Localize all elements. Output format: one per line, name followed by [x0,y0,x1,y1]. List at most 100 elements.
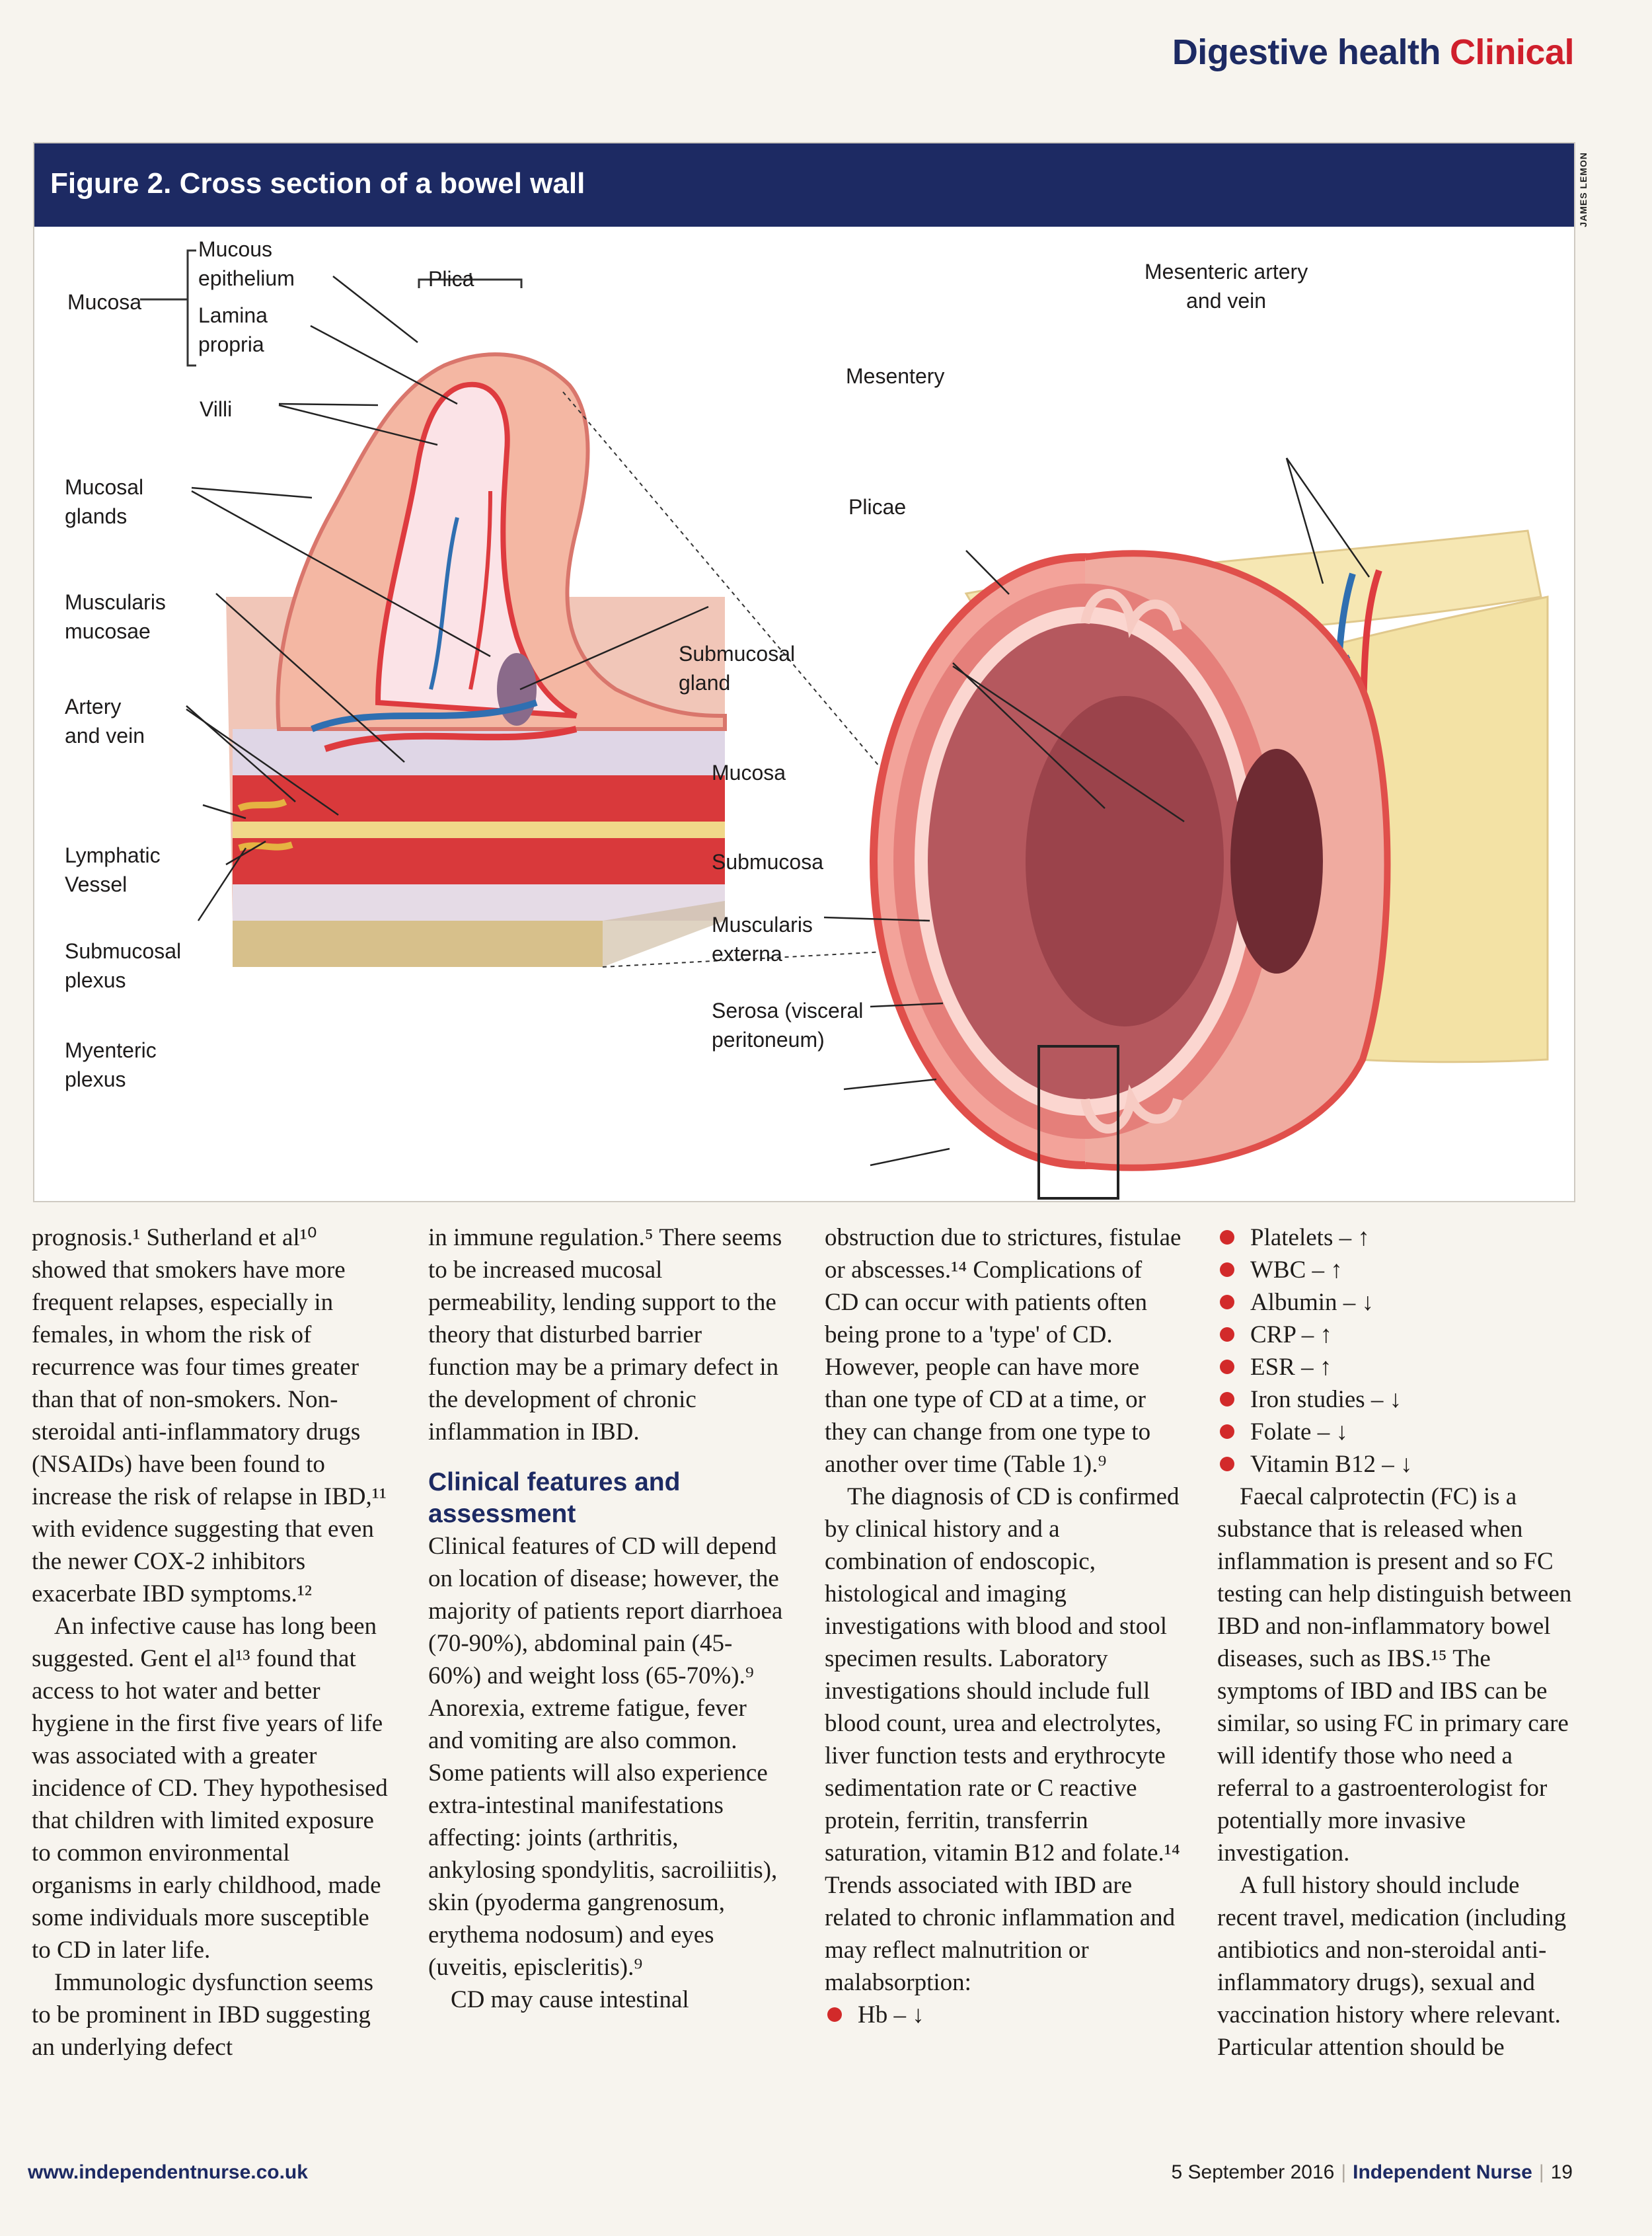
paragraph: The diagnosis of CD is confirmed by clin… [825,1483,1180,1996]
bullet-icon [1220,1392,1234,1407]
label-submucosa: Submucosa [712,850,823,874]
paragraph: obstruction due to strictures, fistulae … [825,1224,1182,1478]
label-line: Myenteric [65,1038,157,1062]
label-myenteric-plexus: Myenteric plexus [65,1036,157,1094]
label-submucosal-gland: Submucosal gland [679,639,795,697]
list-item-text: Albumin – ↓ [1250,1289,1374,1316]
list-item: Iron studies – ↓ [1217,1383,1574,1416]
label-line: Muscularis [712,913,813,937]
text-column-4: Platelets – ↑ WBC – ↑ Albumin – ↓ CRP – … [1217,1221,1574,2063]
label-muscularis-externa: Muscularis externa [712,910,813,968]
bullet-icon [1220,1262,1234,1277]
label-line: propria [198,332,264,356]
label-line: mucosae [65,619,151,643]
bullet-icon [1220,1424,1234,1439]
list-item: Folate – ↓ [1217,1416,1574,1448]
footer-date: 5 September 2016 [1171,2161,1335,2183]
list-item-text: Vitamin B12 – ↓ [1250,1451,1413,1478]
section-title: Digestive health [1172,32,1441,72]
label-line: Submucosal [65,939,182,963]
figure-title: Figure 2. Cross section of a bowel wall [50,167,585,200]
list-item: WBC – ↑ [1217,1254,1574,1286]
label-line: and vein [65,724,145,748]
label-mucosa-right: Mucosa [712,761,786,785]
label-line: externa [712,942,782,966]
list-item: Hb – ↓ [825,1999,1182,2031]
page-number: 19 [1550,2161,1573,2183]
list-item-text: Folate – ↓ [1250,1418,1348,1446]
label-line: Artery [65,695,122,718]
text-column-3: obstruction due to strictures, fistulae … [825,1221,1182,2031]
list-item-text: Iron studies – ↓ [1250,1386,1402,1413]
paragraph: prognosis.¹ Sutherland et al¹⁰ showed th… [32,1224,387,1607]
bullet-icon [1220,1457,1234,1471]
list-item: Albumin – ↓ [1217,1286,1574,1319]
paragraph: An infective cause has long been suggest… [32,1613,388,1964]
list-item-text: CRP – ↑ [1250,1321,1333,1348]
bullet-list: Platelets – ↑ WBC – ↑ Albumin – ↓ CRP – … [1217,1221,1574,1481]
list-item-text: ESR – ↑ [1250,1354,1332,1381]
illustration-credit: JAMES LEMON [1578,152,1589,227]
label-mucosal-glands: Mucosal glands [65,473,143,531]
label-line: Mucous [198,237,273,261]
label-mesentery: Mesentery [846,364,945,388]
label-line: Mucosal [65,475,144,499]
label-line: Mesenteric artery [1145,260,1308,284]
footer-publication: Independent Nurse [1353,2161,1532,2183]
footer-separator: | [1538,2161,1544,2183]
paragraph: Clinical features of CD will depend on l… [428,1533,783,1981]
figure-title-bar: Figure 2. Cross section of a bowel wall [34,143,1574,227]
text-column-2: in immune regulation.⁵ There seems to be… [428,1221,785,2016]
bullet-list: Hb – ↓ [825,1999,1182,2031]
bullet-icon [1220,1360,1234,1374]
label-serosa: Serosa (visceral peritoneum) [712,996,863,1054]
label-line: Submucosal [679,642,796,666]
paragraph: A full history should include recent tra… [1217,1872,1567,2061]
label-line: peritoneum) [712,1028,825,1052]
list-item: Vitamin B12 – ↓ [1217,1448,1574,1481]
wall-block [226,352,727,967]
label-line: gland [679,671,731,695]
footer-website-link[interactable]: www.independentnurse.co.uk [28,2161,308,2183]
label-line: plexus [65,1067,126,1091]
list-item-text: WBC – ↑ [1250,1256,1343,1284]
text-column-1: prognosis.¹ Sutherland et al¹⁰ showed th… [32,1221,389,2063]
label-line: glands [65,504,128,528]
list-item: Platelets – ↑ [1217,1221,1574,1254]
label-line: and vein [1186,289,1267,313]
label-mucosa-left: Mucosa [67,290,142,314]
label-lamina-propria: Lamina propria [198,301,268,359]
bowel-wall-illustration [140,249,1549,1200]
label-artery-vein: Artery and vein [65,692,145,750]
label-line: Lamina [198,303,268,327]
paragraph: Faecal calprotectin (FC) is a substance … [1217,1483,1572,1867]
bullet-icon [827,2007,842,2022]
label-line: Lymphatic [65,843,161,867]
label-mesenteric-artery-vein: Mesenteric artery and vein [1145,257,1308,315]
label-plicae: Plicae [848,495,907,519]
list-item: ESR – ↑ [1217,1351,1574,1383]
bullet-icon [1220,1327,1234,1342]
list-item: CRP – ↑ [1217,1319,1574,1351]
label-line: epithelium [198,266,295,290]
subheading: Clinical features and assessment [428,1468,681,1528]
footer-separator: | [1341,2161,1347,2183]
list-item-text: Hb – ↓ [858,2001,924,2028]
label-line: Vessel [65,872,128,896]
bullet-icon [1220,1295,1234,1309]
bullet-icon [1220,1230,1234,1245]
paragraph: CD may cause intestinal [451,1986,689,2013]
figure-2: Figure 2. Cross section of a bowel wall [33,142,1575,1202]
label-line: plexus [65,968,126,992]
label-line: Serosa (visceral [712,999,864,1022]
footer-info: 5 September 2016 | Independent Nurse | 19 [1171,2161,1573,2184]
section-subtitle: Clinical [1449,32,1575,72]
list-item-text: Platelets – ↑ [1250,1224,1370,1251]
label-mucous-epithelium: Mucous epithelium [198,235,295,293]
label-submucosal-plexus: Submucosal plexus [65,937,181,995]
paragraph: Immunologic dysfunction seems to be prom… [32,1969,373,2061]
label-villi: Villi [200,397,233,421]
